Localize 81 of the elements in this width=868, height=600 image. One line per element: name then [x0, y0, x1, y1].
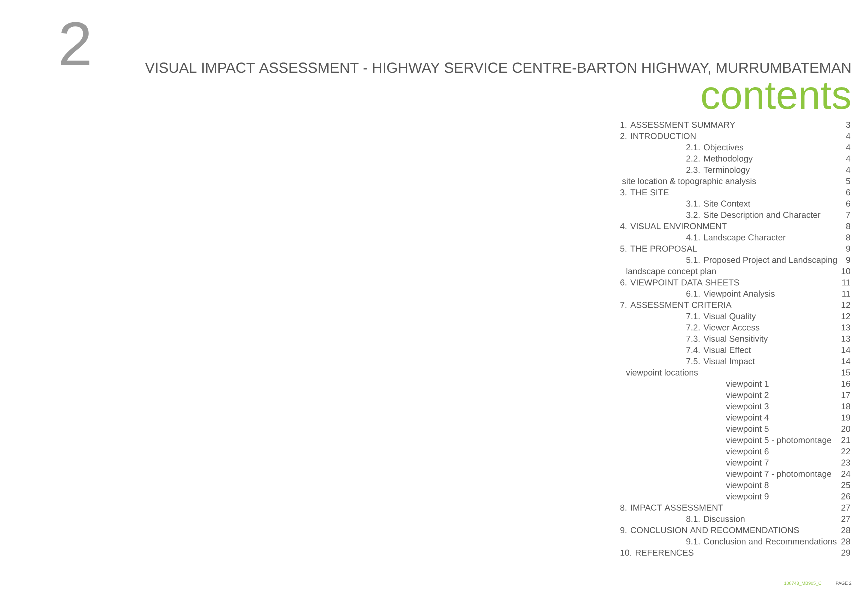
page-number: 21: [842, 437, 850, 444]
toc-entry: 3.1. Site Context: [686, 200, 750, 207]
page-number: 27: [842, 516, 850, 522]
toc-entry: 2.1. Objectives: [686, 144, 744, 152]
page-number: 25: [842, 482, 850, 488]
toc-entry: 3. THE SITE: [620, 190, 669, 196]
toc-entry: 4.1. Landscape Character: [686, 234, 786, 242]
toc-entry: 7.3. Visual Sensitivity: [686, 336, 768, 344]
toc-entry: 7.4. Visual Effect: [686, 346, 752, 354]
page-number: 16: [842, 380, 850, 388]
toc-entry: viewpoint 4: [726, 414, 769, 423]
page-number: 6: [846, 200, 850, 207]
toc-entry: 3.2. Site Description and Character: [686, 212, 821, 220]
toc-entry: viewpoint 6: [726, 448, 769, 456]
toc-entry: 6.1. Viewpoint Analysis: [686, 290, 775, 299]
page-number: 12: [842, 313, 850, 320]
toc-entry: 5.1. Proposed Project and Landscaping: [686, 256, 837, 265]
page-number: 13: [842, 324, 850, 331]
toc-entry: 4. VISUAL ENVIRONMENT: [620, 223, 727, 230]
toc-entry: 7.5. Visual Impact: [686, 358, 756, 366]
page-number: 22: [842, 448, 850, 455]
page-number: 10: [842, 268, 850, 274]
page-number: 27: [842, 504, 850, 511]
page-number: 18: [842, 403, 850, 410]
contents-heading: contents: [702, 83, 850, 110]
toc-entry: 5. THE PROPOSAL: [620, 246, 698, 252]
page-number: 4: [846, 156, 851, 162]
page-number: 26: [842, 494, 850, 500]
toc-entry: viewpoint 5: [726, 426, 769, 434]
page-number: 17: [842, 392, 850, 398]
page-number: 14: [842, 358, 851, 364]
toc-entry: 1. ASSESSMENT SUMMARY: [620, 122, 736, 128]
toc-entry: viewpoint 3: [726, 403, 769, 412]
toc-entry: site location & topographic analysis: [622, 178, 756, 186]
toc-entry: 8.1. Discussion: [686, 516, 745, 522]
page-number: 11: [842, 290, 850, 297]
page-number: 24: [842, 471, 851, 478]
page-number: 15: [842, 370, 850, 376]
toc-entry: 9. CONCLUSION AND RECOMMENDATIONS: [620, 527, 800, 534]
toc-entry: viewpoint 8: [726, 482, 769, 490]
page-number: 4: [846, 167, 851, 174]
page-number: 28: [842, 538, 850, 545]
toc-entry: viewpoint 7: [726, 460, 769, 468]
toc-entry: 6. VIEWPOINT DATA SHEETS: [620, 280, 740, 286]
page-number: 4: [846, 133, 851, 140]
title: VISUAL IMPACT ASSESSMENT - HIGHWAY SERVICE CENTRE-BARTON HIGHWAY, MURRUMBATEMAN: [145, 62, 851, 75]
page-number: 6: [846, 190, 850, 196]
toc-entry: viewpoint locations: [626, 369, 698, 378]
toc-entry: viewpoint 5 - photomontage: [726, 437, 832, 446]
chapter-number: 2: [61, 22, 90, 66]
page-number: 9: [846, 246, 850, 252]
page-number: 29: [842, 550, 850, 556]
toc-entry: 2. INTRODUCTION: [620, 133, 696, 140]
toc-entry: viewpoint 7 - photomontage: [726, 470, 832, 479]
page-number: 19: [842, 414, 850, 421]
page-number: 5: [846, 178, 850, 184]
page-number: 13: [842, 336, 850, 342]
page-number: 9: [846, 257, 850, 264]
toc-entry: 7.1. Visual Quality: [686, 313, 756, 322]
page-number: 8: [846, 223, 850, 230]
page-number: 14: [842, 347, 851, 354]
page-number: 28: [842, 527, 850, 534]
page-number: 3: [846, 122, 850, 128]
toc-entry: 2.2. Methodology: [686, 156, 753, 164]
toc-entry: 10. REFERENCES: [620, 550, 694, 556]
toc-entry: 7.2. Viewer Access: [686, 324, 760, 331]
toc-entry: viewpoint 2: [726, 392, 769, 400]
page-number: 7: [846, 212, 850, 218]
toc-entry: 2.3. Terminology: [686, 166, 750, 175]
page-number: 12: [842, 302, 850, 308]
toc-entry: 7. ASSESSMENT CRITERIA: [620, 302, 732, 308]
page-number: 8: [846, 234, 850, 241]
toc-entry: viewpoint 9: [726, 493, 769, 502]
toc-entry: 9.1. Conclusion and Recommendations: [686, 538, 837, 545]
toc-entry: viewpoint 1: [726, 380, 769, 389]
page-number: 4: [846, 144, 851, 150]
page-number: 20: [842, 426, 850, 432]
page-number: 11: [842, 280, 850, 286]
toc-entry: 8. IMPACT ASSESSMENT: [620, 504, 724, 511]
page-number: 23: [842, 460, 850, 466]
toc-entry: landscape concept plan: [626, 268, 716, 276]
